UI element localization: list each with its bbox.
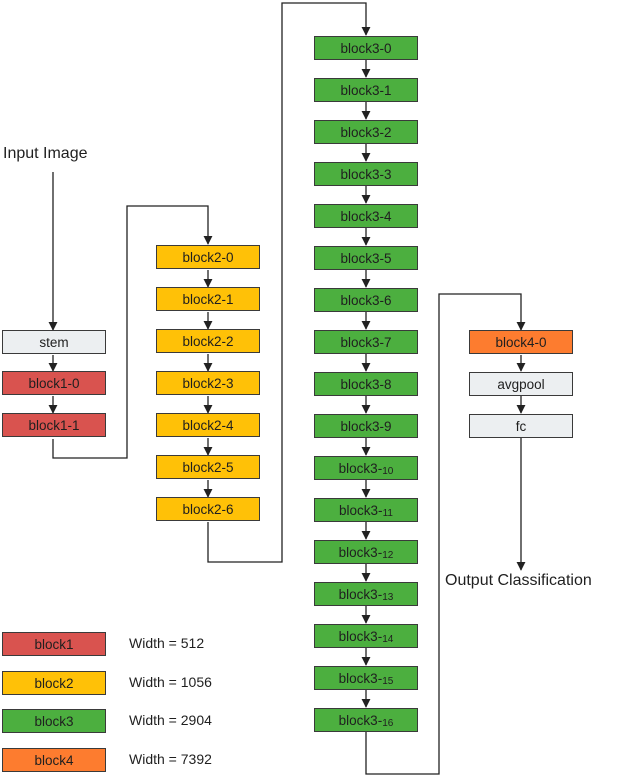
block2-3-label: block2-3 (182, 375, 234, 391)
block3-0: block3-0 (314, 36, 418, 60)
block2-6-label: block2-6 (182, 501, 234, 517)
legend-width-block2: Width = 1056 (129, 674, 212, 690)
block2-3: block2-3 (156, 371, 260, 395)
block3-prefix: block3- (338, 586, 383, 602)
block3-2-index: 2 (384, 124, 392, 140)
block3-16: block3-16 (314, 708, 418, 732)
block1-0-label: block1-0 (28, 375, 80, 391)
block3-11-index: 11 (382, 507, 393, 519)
block3-8: block3-8 (314, 372, 418, 396)
legend-width-block3: Width = 2904 (129, 712, 212, 728)
block3-prefix: block3- (340, 208, 384, 224)
block1-0: block1-0 (2, 371, 106, 395)
block3-prefix: block3- (340, 334, 384, 350)
connector-stage2-stage3 (207, 2, 371, 563)
block3-prefix: block3- (340, 376, 384, 392)
legend-name: block2 (34, 675, 74, 691)
block4-0-label: block4-0 (495, 334, 547, 350)
output-classification-label: Output Classification (445, 572, 592, 589)
stem-block: stem (2, 330, 106, 354)
block2-4-label: block2-4 (182, 417, 234, 433)
block3-2: block3-2 (314, 120, 418, 144)
avgpool-label: avgpool (497, 376, 545, 392)
block3-9: block3-9 (314, 414, 418, 438)
block3-prefix: block3- (340, 166, 384, 182)
block3-5-index: 5 (384, 250, 392, 266)
block3-7-index: 7 (384, 334, 392, 350)
block3-3: block3-3 (314, 162, 418, 186)
legend-name: block3 (34, 713, 74, 729)
legend-swatch-block2: block2 (2, 671, 106, 695)
block3-12-index: 12 (382, 549, 394, 561)
block3-prefix: block3- (338, 460, 383, 476)
block3-9-index: 9 (384, 418, 392, 434)
block3-prefix: block3- (338, 628, 383, 644)
block3-4: block3-4 (314, 204, 418, 228)
block2-1: block2-1 (156, 287, 260, 311)
block3-11: block3-11 (314, 498, 418, 522)
legend-swatch-block4: block4 (2, 748, 106, 772)
block3-10: block3-10 (314, 456, 418, 480)
block3-0-index: 0 (384, 40, 392, 56)
block2-6: block2-6 (156, 497, 260, 521)
block3-4-index: 4 (384, 208, 392, 224)
block3-prefix: block3- (340, 124, 384, 140)
block3-prefix: block3- (338, 712, 383, 728)
block3-14: block3-14 (314, 624, 418, 648)
block2-2: block2-2 (156, 329, 260, 353)
block3-prefix: block3- (340, 40, 384, 56)
block3-12: block3-12 (314, 540, 418, 564)
legend-width-block4: Width = 7392 (129, 751, 212, 767)
block2-1-label: block2-1 (182, 291, 234, 307)
avgpool-block: avgpool (469, 372, 573, 396)
block3-prefix: block3- (338, 670, 383, 686)
stem-label: stem (39, 334, 69, 350)
block3-3-index: 3 (384, 166, 392, 182)
block2-5: block2-5 (156, 455, 260, 479)
block3-14-index: 14 (382, 633, 394, 645)
block3-13: block3-13 (314, 582, 418, 606)
input-image-label: Input Image (3, 145, 88, 162)
fc-block: fc (469, 414, 573, 438)
block4-0: block4-0 (469, 330, 573, 354)
block1-1-label: block1-1 (28, 417, 80, 433)
connector-stage3-stage4 (365, 293, 526, 775)
block3-10-index: 10 (382, 465, 394, 477)
block3-6-index: 6 (384, 292, 392, 308)
block3-8-index: 8 (384, 376, 392, 392)
block3-prefix: block3- (339, 502, 383, 518)
block3-6: block3-6 (314, 288, 418, 312)
block3-prefix: block3- (340, 250, 384, 266)
fc-label: fc (515, 418, 527, 434)
block3-1: block3-1 (314, 78, 418, 102)
block2-0: block2-0 (156, 245, 260, 269)
block1-1: block1-1 (2, 413, 106, 437)
block3-16-index: 16 (382, 717, 394, 729)
block3-prefix: block3- (340, 418, 384, 434)
connector-stage1-stage2 (52, 205, 213, 459)
block2-5-label: block2-5 (182, 459, 234, 475)
block2-2-label: block2-2 (182, 333, 234, 349)
legend-name: block1 (34, 636, 74, 652)
legend-name: block4 (34, 752, 74, 768)
legend-width-block1: Width = 512 (129, 635, 205, 651)
block3-prefix: block3- (338, 544, 383, 560)
block3-1-index: 1 (384, 82, 392, 98)
block2-4: block2-4 (156, 413, 260, 437)
block2-0-label: block2-0 (182, 249, 234, 265)
block3-15-index: 15 (382, 675, 394, 687)
block3-15: block3-15 (314, 666, 418, 690)
legend-swatch-block1: block1 (2, 632, 106, 656)
block3-13-index: 13 (382, 591, 394, 603)
block3-prefix: block3- (340, 82, 384, 98)
block3-7: block3-7 (314, 330, 418, 354)
block3-prefix: block3- (340, 292, 384, 308)
legend-swatch-block3: block3 (2, 709, 106, 733)
block3-5: block3-5 (314, 246, 418, 270)
